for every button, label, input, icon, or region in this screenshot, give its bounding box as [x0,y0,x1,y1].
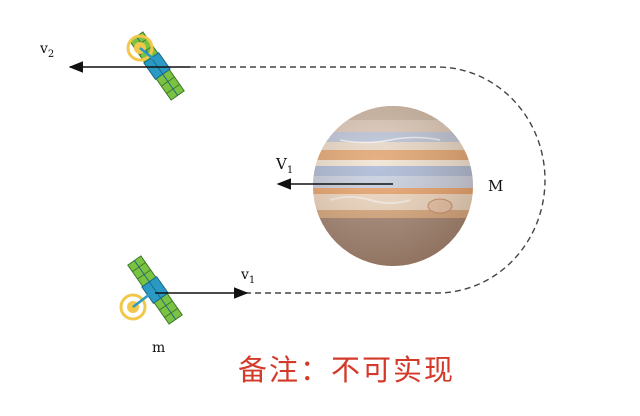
planet-label: M [488,177,503,195]
satellite-top-icon [129,31,185,101]
velocity-label-center: V1 [275,155,293,176]
trajectory-path [190,66,546,294]
velocity-label-bottom: v1 [240,267,255,286]
dish-bottom-icon [119,293,151,321]
velocity-label-top: v2 [39,41,54,60]
satellite-bottom-icon [127,255,183,325]
planet-M [313,106,473,266]
dish-top-icon [126,34,156,62]
note-text: 备注：不可实现 [238,353,455,387]
satellite-label: m [152,340,165,356]
